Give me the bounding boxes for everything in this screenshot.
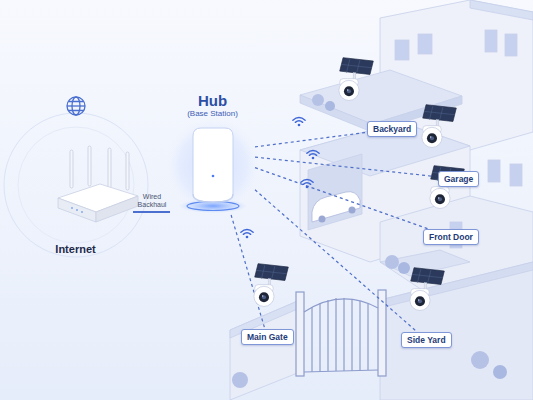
gate-illustration xyxy=(312,298,368,372)
globe-icon xyxy=(69,102,84,111)
hub-illustration xyxy=(193,194,233,202)
house-illustration xyxy=(385,255,399,269)
camera-main-gate xyxy=(254,264,288,307)
house-illustration xyxy=(319,216,326,223)
gate-illustration xyxy=(304,370,378,372)
router-rings xyxy=(4,113,148,257)
camera-label-box: Main Gate xyxy=(241,329,294,345)
router-rings xyxy=(18,127,134,243)
router-illustration xyxy=(71,207,73,209)
hub-illustration xyxy=(165,117,261,213)
edge-label: Wired Backhaul xyxy=(133,193,171,209)
house-illustration xyxy=(325,101,335,111)
router-illustration xyxy=(81,211,83,213)
gate-illustration xyxy=(296,290,386,376)
node-text: Side Yard xyxy=(407,335,446,345)
house-illustration xyxy=(488,160,500,182)
wifi-icon xyxy=(241,230,253,239)
house-illustration xyxy=(230,0,533,400)
camera-side-yard xyxy=(410,268,444,311)
router-illustration xyxy=(58,198,96,222)
house-illustration xyxy=(230,300,300,400)
wifi-icon xyxy=(293,118,305,127)
node-text: Hub xyxy=(198,92,227,109)
wireless-link xyxy=(255,168,428,229)
hub-illustration xyxy=(212,175,215,178)
globe-icon xyxy=(67,105,85,106)
router-illustration xyxy=(96,196,138,222)
gate-illustration xyxy=(296,292,304,376)
house-illustration xyxy=(485,30,497,52)
camera-label-box: Front Door xyxy=(423,229,479,245)
house-illustration xyxy=(470,0,533,20)
house-illustration xyxy=(300,95,372,132)
house-illustration xyxy=(505,34,517,56)
hub-illustration xyxy=(187,202,239,211)
node-text: (Base Station) xyxy=(187,109,238,119)
router-illustration xyxy=(58,146,138,222)
router-illustration xyxy=(76,209,78,211)
gate-illustration xyxy=(304,299,378,312)
hub-illustration xyxy=(165,117,261,213)
house-illustration xyxy=(471,351,489,369)
hub-illustration xyxy=(193,128,233,202)
camera-label-box: Garage xyxy=(438,171,479,187)
globe-icon xyxy=(67,97,85,115)
hub-box: Hub(Base Station) xyxy=(170,90,255,215)
node-text: Front Door xyxy=(429,232,473,242)
house-illustration xyxy=(312,94,324,106)
wifi-icon xyxy=(301,180,313,189)
house-illustration xyxy=(380,262,533,308)
router-illustration xyxy=(70,150,73,188)
camera-label-box: Backyard xyxy=(367,121,417,137)
camera-garage xyxy=(422,105,456,148)
node-text: Garage xyxy=(444,174,473,184)
wireless-link xyxy=(255,190,417,332)
globe-icon xyxy=(67,97,85,115)
wired-link xyxy=(133,211,170,213)
house-illustration xyxy=(418,34,432,54)
router-illustration xyxy=(108,148,111,188)
house-illustration xyxy=(349,207,356,214)
router-illustration xyxy=(126,152,129,190)
house-illustration xyxy=(398,262,410,274)
router-box: Internet xyxy=(18,145,133,257)
wireless-link xyxy=(255,157,438,177)
house-illustration xyxy=(395,40,409,60)
router-illustration xyxy=(88,146,91,186)
wireless-link xyxy=(255,132,367,147)
camera-label-box: Side Yard xyxy=(401,332,452,348)
house-illustration xyxy=(510,164,522,186)
house-illustration xyxy=(232,372,248,388)
house-illustration xyxy=(493,365,507,379)
node-text: Internet xyxy=(55,243,95,257)
gate-illustration xyxy=(378,290,386,376)
node-text: Backyard xyxy=(373,124,411,134)
node-text: Main Gate xyxy=(247,332,288,342)
house-illustration xyxy=(380,262,533,400)
camera-backyard xyxy=(339,58,373,101)
router-rings xyxy=(4,113,148,257)
wifi-icon xyxy=(307,151,319,160)
